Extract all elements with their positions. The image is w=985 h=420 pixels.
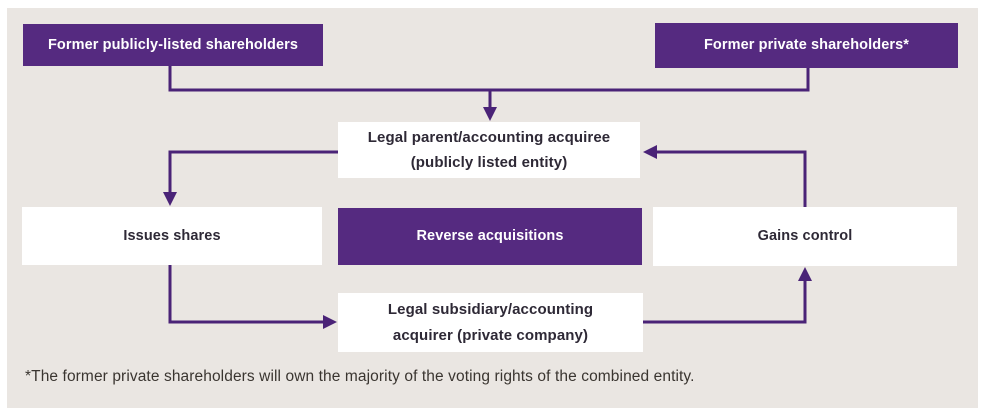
node-label-line2: (publicly listed entity) — [410, 154, 568, 171]
node-label-line1: Legal parent/accounting acquiree — [367, 128, 611, 146]
footnote: *The former private shareholders will ow… — [25, 368, 695, 385]
node-former-publicly-listed-shareholders: Former publicly-listed shareholders — [23, 24, 323, 66]
node-legal-subsidiary-accounting-acquirer: Legal subsidiary/accounting acquirer (pr… — [338, 293, 643, 352]
node-label: Gains control — [757, 228, 853, 245]
node-label: Former publicly-listed shareholders — [47, 36, 299, 53]
node-label-line2: acquirer (private company) — [392, 326, 589, 344]
node-label: Former private shareholders* — [703, 37, 910, 54]
node-label-line1: Legal subsidiary/accounting — [387, 301, 594, 318]
node-label: Issues shares — [123, 227, 221, 244]
node-former-private-shareholders: Former private shareholders* — [655, 23, 958, 68]
node-reverse-acquisitions: Reverse acquisitions — [338, 208, 642, 265]
node-legal-parent-accounting-acquiree: Legal parent/accounting acquiree (public… — [338, 122, 640, 178]
node-gains-control: Gains control — [653, 207, 957, 266]
node-label: Reverse acquisitions — [416, 228, 564, 245]
node-issues-shares: Issues shares — [22, 207, 322, 265]
